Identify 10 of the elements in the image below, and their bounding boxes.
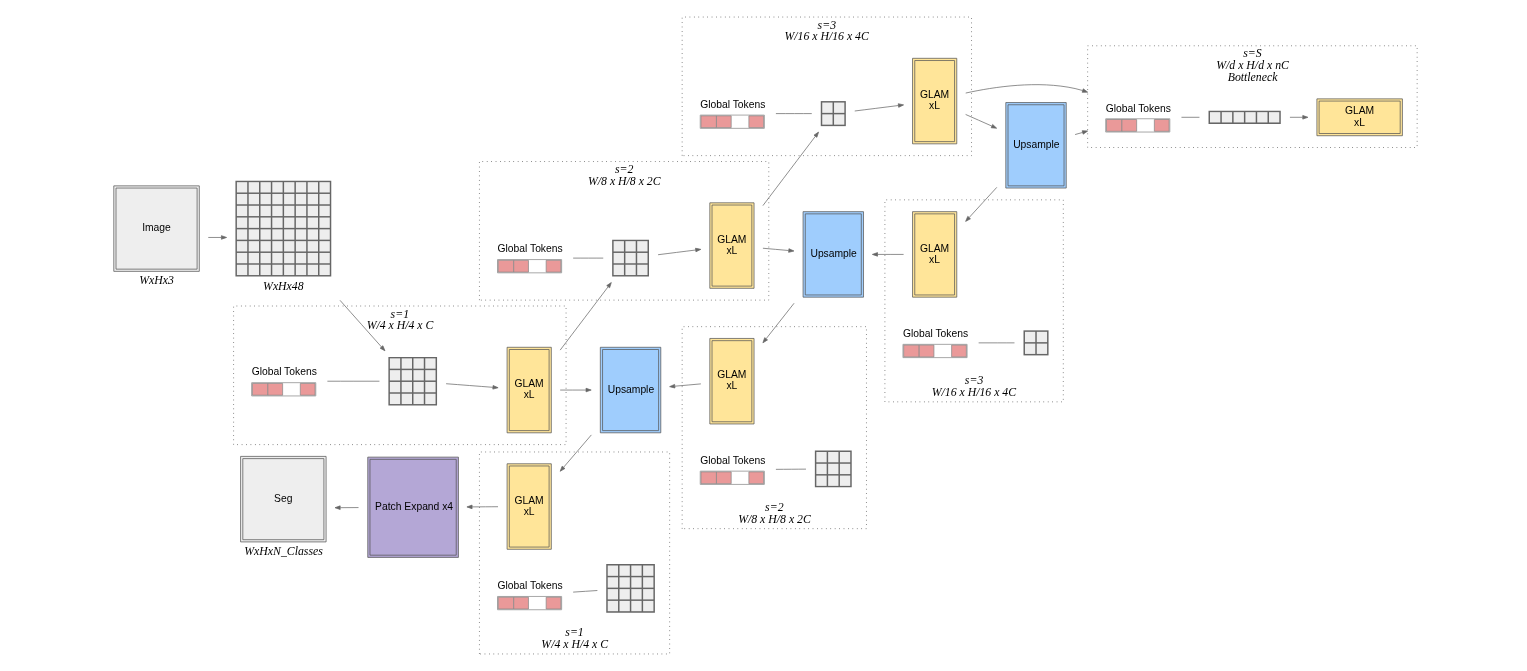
node-label: WxHx3 xyxy=(138,273,174,288)
node-label: WxHx48 xyxy=(262,278,304,293)
node-label: WxHxN_Classes xyxy=(243,544,323,559)
node-label: Global Tokens xyxy=(699,454,765,466)
node-label: Global Tokens xyxy=(1105,102,1171,114)
node-label: Global Tokens xyxy=(497,243,563,255)
node-label: Global Tokens xyxy=(699,98,765,110)
node-label: Global Tokens xyxy=(902,328,968,340)
node-label: Global Tokens xyxy=(251,366,317,378)
node-label: Global Tokens xyxy=(497,580,563,592)
